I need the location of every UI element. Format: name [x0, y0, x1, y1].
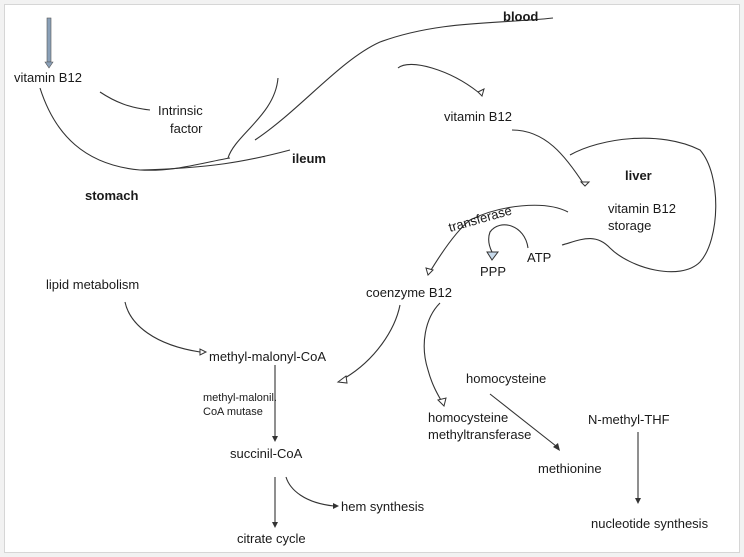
intrinsic-factor-label-line2: factor [170, 121, 203, 136]
coenzyme-to-mmcoa-arrow [344, 304, 401, 379]
hmt-label-line2: methyltransferase [428, 427, 531, 442]
b12-to-liver-arrow [511, 129, 586, 187]
homocysteine-to-methionine-arrow [489, 393, 557, 447]
succinil-to-hem-arrow [285, 476, 335, 507]
hmt-label-line1: homocysteine [428, 410, 508, 425]
ppp-label: PPP [480, 264, 506, 279]
blood-label: blood [503, 9, 538, 24]
coenzyme-to-hmt-arrow [423, 302, 443, 403]
succinil-to-citrate-arrowhead [272, 522, 278, 528]
stomach-label: stomach [85, 188, 139, 203]
storage-label-line2: storage [608, 218, 651, 233]
storage-label-line1: vitamin B12 [608, 201, 676, 216]
blood-to-b12-arrowhead [477, 88, 485, 97]
succinil-coa-label: succinil-CoA [230, 446, 303, 461]
succinil-to-hem-arrowhead [333, 503, 339, 509]
transferase-label: transferase [447, 203, 514, 235]
coenzyme-to-mmcoa-arrowhead [336, 375, 348, 384]
homocysteine-label: homocysteine [466, 371, 546, 386]
vitamin-b12-intake-label: vitamin B12 [14, 70, 82, 85]
mutase-arrowhead [272, 436, 278, 442]
n-methyl-thf-label: N-methyl-THF [588, 412, 670, 427]
methyl-malonyl-coa-label: methyl-malonyl-CoA [209, 349, 326, 364]
intrinsic-factor-label-line1: Intrinsic [158, 103, 203, 118]
nucleotide-synthesis-label: nucleotide synthesis [591, 516, 709, 531]
blood-to-b12-arrow [397, 63, 479, 93]
intake-arrow [44, 17, 54, 69]
transferase-arrowhead [425, 267, 434, 276]
liver-outline [561, 137, 717, 273]
transferase-arrow [427, 204, 569, 276]
methionine-label: methionine [538, 461, 602, 476]
mutase-label-line1: methyl-malonil. [203, 392, 277, 404]
ileum-label: ileum [292, 151, 326, 166]
diagram-frame [4, 4, 740, 553]
intrinsic-factor-connector [99, 91, 151, 111]
stomach-curve [39, 87, 231, 171]
atp-ppp-loop [488, 224, 529, 253]
coenzyme-to-hmt-arrowhead [437, 397, 447, 407]
thf-to-nucleotide-arrowhead [635, 498, 641, 504]
homocysteine-to-methionine-arrowhead [553, 443, 560, 451]
ppp-arrowhead [486, 251, 499, 261]
blood-vessel-curve [254, 17, 554, 141]
lipid-to-mmcoa-arrow [124, 301, 201, 353]
lipid-to-mmcoa-arrowhead [199, 348, 208, 356]
b12-to-liver-arrowhead [579, 181, 591, 187]
ileum-fold [227, 77, 279, 159]
atp-label: ATP [527, 250, 551, 265]
lipid-metabolism-label: lipid metabolism [46, 277, 139, 292]
citrate-cycle-label: citrate cycle [237, 531, 306, 546]
hem-synthesis-label: hem synthesis [341, 499, 425, 514]
vitamin-b12-blood-label: vitamin B12 [444, 109, 512, 124]
coenzyme-b12-label: coenzyme B12 [366, 285, 452, 300]
liver-label: liver [625, 168, 652, 183]
mutase-label-line2: CoA mutase [203, 406, 263, 418]
ileum-curve [139, 149, 291, 171]
